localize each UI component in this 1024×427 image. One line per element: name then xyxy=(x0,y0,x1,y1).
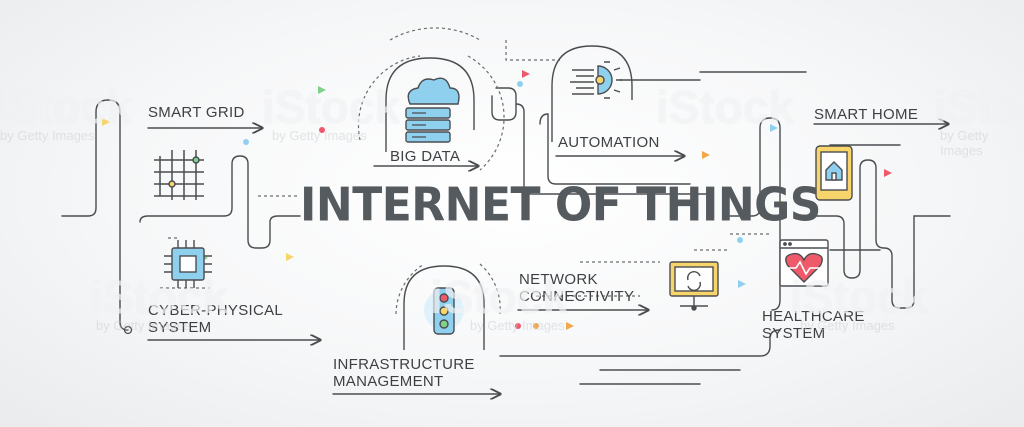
watermark-brand: iStock xyxy=(0,81,133,133)
watermark-sub: by Getty Images xyxy=(800,318,895,333)
watermark-sub: by Getty Images xyxy=(96,318,191,333)
label-big-data: BIG DATA xyxy=(390,148,461,165)
label-healthcare-line2: SYSTEM xyxy=(762,325,826,342)
connector-lines xyxy=(61,71,951,394)
label-infrastructure-line1: INFRASTRUCTURE xyxy=(333,356,475,373)
automation-frame xyxy=(551,45,633,142)
chip-icon xyxy=(164,240,212,288)
watermark-brand: iStock xyxy=(90,271,229,323)
label-infrastructure-line2: MANAGEMENT xyxy=(333,373,444,390)
decorations xyxy=(102,70,892,335)
cloud-server-icon xyxy=(405,77,460,143)
grid-icon xyxy=(154,150,204,200)
label-network-line1: NETWORK xyxy=(519,271,598,288)
main-title: INTERNET OF THINGS xyxy=(300,178,821,233)
watermark-sub: by Getty Images xyxy=(470,318,565,333)
big-data-frame xyxy=(385,57,475,152)
watermark-sub: by Getty Images xyxy=(940,128,989,158)
label-smart-home: SMART HOME xyxy=(814,106,919,123)
label-network-line2: CONNECTIVITY xyxy=(519,288,635,305)
browser-heart-icon xyxy=(779,239,829,287)
smartphone-home-icon xyxy=(815,145,853,201)
watermark-brand: iStock xyxy=(934,81,1024,133)
infrastructure-frame xyxy=(403,265,485,350)
gear-automation-icon xyxy=(570,61,622,99)
label-cyber-physical-line1: CYBER-PHYSICAL xyxy=(148,302,284,319)
dashed-ornaments xyxy=(160,27,770,315)
watermark-brand: iStock xyxy=(262,81,401,133)
label-healthcare-line1: HEALTHCARE xyxy=(762,308,865,325)
watermark-sub: by Getty Images xyxy=(272,128,367,143)
label-cyber-physical-line2: SYSTEM xyxy=(148,319,212,336)
watermark-sub: by Getty Images xyxy=(0,128,95,143)
traffic-light-icon xyxy=(424,287,464,335)
monitor-sync-icon xyxy=(669,261,719,311)
label-smart-grid: SMART GRID xyxy=(148,104,245,121)
label-automation: AUTOMATION xyxy=(558,134,660,151)
watermark-brand: iStock xyxy=(790,271,929,323)
watermark-brand: iStock xyxy=(430,271,569,323)
watermark-brand: iStock xyxy=(656,81,795,133)
